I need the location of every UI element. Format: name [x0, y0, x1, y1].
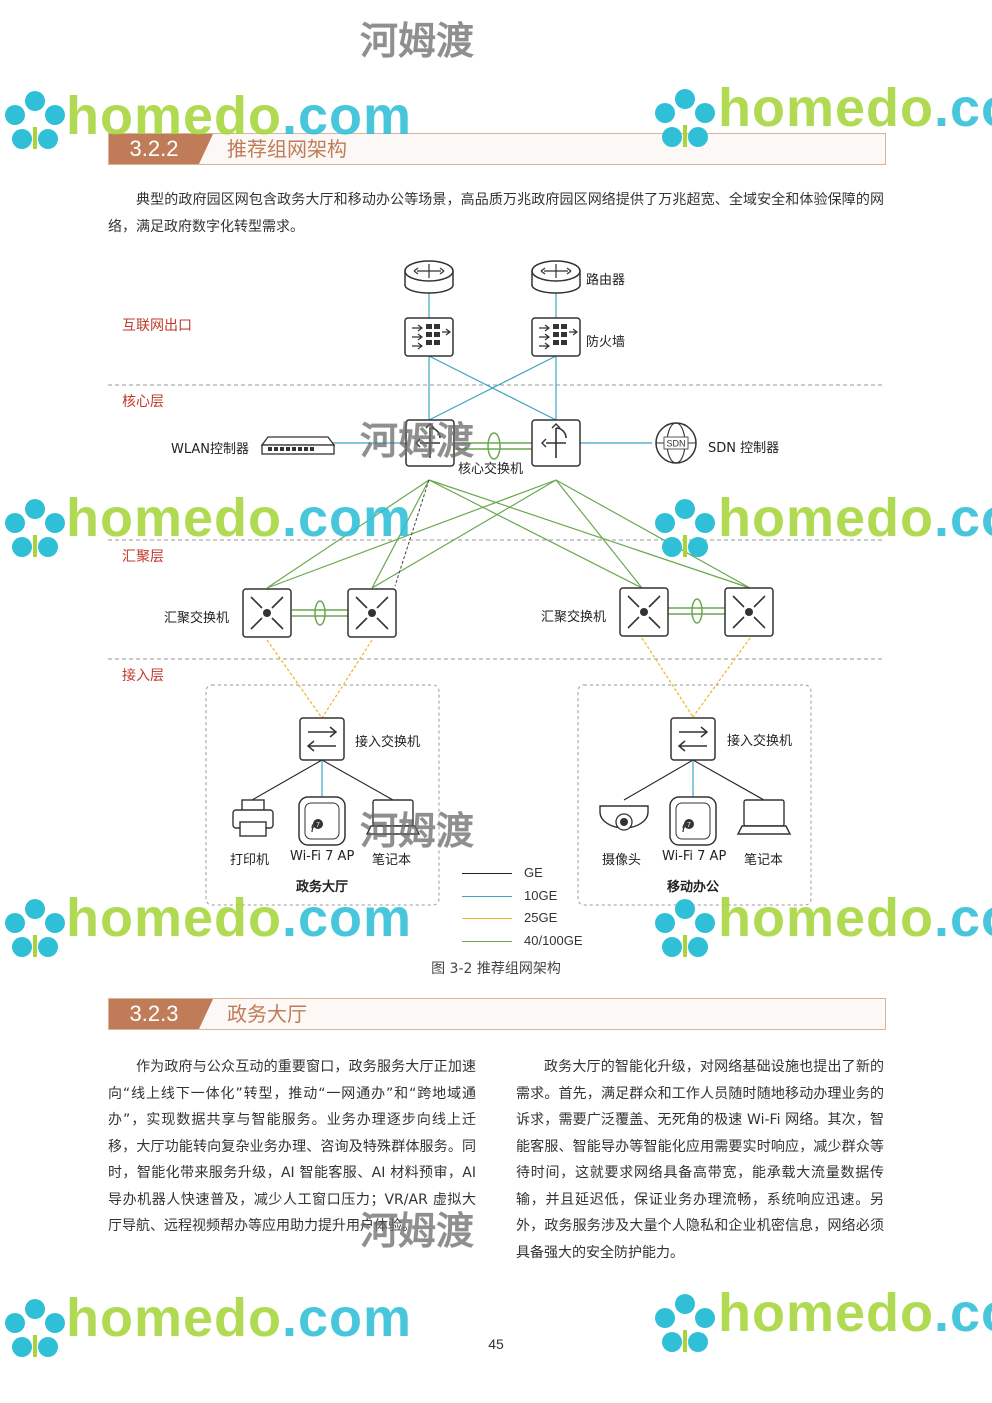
layer-label-aggregation: 汇聚层: [122, 549, 164, 565]
label-agg-switch-left: 汇聚交换机: [164, 611, 230, 626]
layer-label-core: 核心层: [122, 394, 164, 410]
label-hall: 政务大厅: [296, 880, 349, 895]
router-icon-right: [531, 260, 581, 294]
page-number: 45: [488, 1336, 504, 1352]
camera-icon: [599, 805, 649, 831]
links-40-100ge: [266, 479, 751, 589]
hall-area: [205, 684, 440, 906]
wlan-controller-icon: [260, 436, 336, 455]
label-access-switch-right: 接入交换机: [727, 734, 793, 749]
layer-label-internet: 互联网出口: [122, 318, 192, 334]
section-number: 3.2.2: [109, 134, 213, 164]
svg-text:SDN: SDN: [666, 439, 685, 449]
label-laptop-right: 笔记本: [744, 853, 784, 868]
label-laptop-left: 笔记本: [372, 853, 412, 868]
links-10ge-top: [332, 292, 652, 444]
section-header-3-2-3: 3.2.3 政务大厅: [108, 998, 886, 1030]
legend-40-100ge: 40/100GE: [462, 930, 622, 952]
svg-text:7: 7: [687, 822, 691, 829]
sdn-controller-icon: SDN: [655, 422, 697, 464]
label-agg-switch-right: 汇聚交换机: [541, 610, 607, 625]
section-number: 3.2.3: [109, 999, 213, 1029]
wifi-ap-icon-left: 7: [298, 796, 346, 846]
section-title: 政务大厅: [227, 1002, 307, 1026]
label-printer: 打印机: [230, 853, 270, 868]
core-switch-icon-right: [531, 419, 581, 467]
links-ge: [251, 759, 765, 801]
legend-25ge: 25GE: [462, 907, 622, 929]
firewall-icon-left: [404, 317, 454, 357]
aggregation-switch-icon-4: [724, 587, 774, 637]
label-camera: 摄像头: [602, 853, 642, 868]
label-ap-left: Wi-Fi 7 AP: [290, 849, 355, 864]
legend-ge: GE: [462, 862, 622, 884]
access-switch-icon-right: [670, 717, 716, 761]
aggregation-switch-icon-1: [242, 588, 292, 638]
label-firewall: 防火墙: [586, 335, 626, 350]
intro-paragraph: 典型的政府园区网包含政务大厅和移动办公等场景，高品质万兆政府园区网络提供了万兆超…: [108, 192, 884, 235]
label-ap-right: Wi-Fi 7 AP: [662, 849, 727, 864]
paragraph-left-column: 作为政府与公众互动的重要窗口，政务服务大厅正加速向“线上线下一体化”转型，推动“…: [108, 1059, 476, 1234]
wifi-ap-icon-right: 7: [669, 796, 717, 846]
label-wlan-controller: WLAN控制器: [171, 442, 250, 457]
label-access-switch-left: 接入交换机: [355, 735, 421, 750]
printer-icon: [232, 799, 274, 837]
network-diagram: SDN 7: [108, 260, 884, 906]
aggregation-switch-icon-3: [619, 587, 669, 637]
section-title: 推荐组网架构: [227, 137, 347, 161]
legend-10ge: 10GE: [462, 885, 622, 907]
figure-caption: 图 3-2 推荐组网架构: [431, 961, 561, 977]
core-switch-icon-left: [405, 419, 455, 467]
laptop-icon-left: [365, 799, 421, 835]
firewall-icon-right: [531, 317, 581, 357]
layer-label-access: 接入层: [122, 668, 164, 684]
section-header-3-2-2: 3.2.2 推荐组网架构: [108, 133, 886, 165]
svg-text:7: 7: [316, 822, 320, 829]
flower-icon: [5, 1299, 65, 1357]
label-router: 路由器: [586, 273, 626, 288]
aggregation-switch-icon-2: [347, 588, 397, 638]
router-icon-left: [404, 260, 454, 294]
label-sdn-controller: SDN 控制器: [708, 441, 780, 456]
mobile-office-area: [577, 684, 812, 906]
access-switch-icon-left: [299, 717, 345, 761]
label-mobile-office: 移动办公: [667, 880, 720, 895]
laptop-icon-right: [736, 799, 792, 835]
label-core-switch: 核心交换机: [458, 462, 524, 477]
links-25ge: [266, 637, 751, 719]
paragraph-right-column: 政务大厅的智能化升级，对网络基础设施也提出了新的需求。首先，满足群众和工作人员随…: [516, 1059, 884, 1261]
